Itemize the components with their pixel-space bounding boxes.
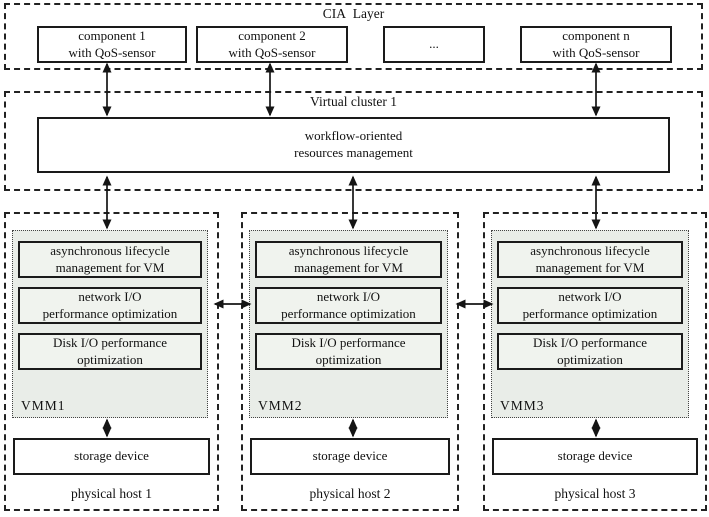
physical-host-1-label: physical host 1	[71, 486, 152, 501]
vmm2-network-module: network I/O performance optimization	[255, 287, 442, 324]
vmm1-lifecycle-label: asynchronous lifecycle management for VM	[50, 242, 170, 275]
vmm2-disk-module: Disk I/O performance optimization	[255, 333, 442, 370]
vmm3-network-module: network I/O performance optimization	[497, 287, 683, 324]
vmm2-box: asynchronous lifecycle management for VM…	[249, 230, 448, 418]
vmm2-lifecycle-module: asynchronous lifecycle management for VM	[255, 241, 442, 278]
vmm3-lifecycle-module: asynchronous lifecycle management for VM	[497, 241, 683, 278]
vmm2-disk-label: Disk I/O performance optimization	[291, 334, 406, 367]
storage-device-1-label: storage device	[74, 448, 149, 464]
virtual-cluster-title: Virtual cluster 1	[310, 94, 397, 109]
component-n-box: component n with QoS-sensor	[520, 26, 672, 63]
vmm1-disk-module: Disk I/O performance optimization	[18, 333, 202, 370]
vmm3-disk-module: Disk I/O performance optimization	[497, 333, 683, 370]
storage-device-1-box: storage device	[13, 438, 210, 475]
component-1-box: component 1 with QoS-sensor	[37, 26, 187, 63]
workflow-resources-management-box: workflow-oriented resources management	[37, 117, 670, 173]
cia-layer-title: CIA Layer	[322, 6, 385, 21]
physical-host-3-label: physical host 3	[554, 486, 636, 501]
cia-layer-box: CIA Layer component 1 with QoS-sensor co…	[4, 3, 703, 70]
storage-device-3-label: storage device	[557, 448, 633, 464]
vmm2-lifecycle-label: asynchronous lifecycle management for VM	[288, 242, 409, 275]
physical-host-2-box: asynchronous lifecycle management for VM…	[241, 212, 459, 511]
vmm1-network-module: network I/O performance optimization	[18, 287, 202, 324]
vmm1-label: VMM1	[21, 398, 66, 413]
physical-host-1-box: asynchronous lifecycle management for VM…	[4, 212, 219, 511]
component-n-label: component n with QoS-sensor	[552, 27, 640, 60]
vmm1-lifecycle-module: asynchronous lifecycle management for VM	[18, 241, 202, 278]
vmm3-lifecycle-label: asynchronous lifecycle management for VM	[530, 242, 650, 275]
component-1-label: component 1 with QoS-sensor	[68, 27, 156, 60]
vmm2-label: VMM2	[258, 398, 303, 413]
vmm2-network-label: network I/O performance optimization	[281, 288, 416, 321]
vmm3-label: VMM3	[500, 398, 545, 413]
vmm1-disk-label: Disk I/O performance optimization	[52, 334, 168, 367]
storage-device-2-label: storage device	[312, 448, 388, 464]
storage-device-3-box: storage device	[492, 438, 698, 475]
virtual-cluster-box: Virtual cluster 1 workflow-oriented reso…	[4, 91, 703, 191]
vmm1-box: asynchronous lifecycle management for VM…	[12, 230, 208, 418]
physical-host-2-label: physical host 2	[309, 486, 391, 501]
vmm1-network-label: network I/O performance optimization	[42, 288, 178, 321]
storage-device-2-box: storage device	[250, 438, 450, 475]
component-2-label: component 2 with QoS-sensor	[228, 27, 316, 60]
physical-host-3-box: asynchronous lifecycle management for VM…	[483, 212, 707, 511]
vmm3-box: asynchronous lifecycle management for VM…	[491, 230, 689, 418]
vmm3-network-label: network I/O performance optimization	[522, 288, 658, 321]
component-2-box: component 2 with QoS-sensor	[196, 26, 348, 63]
component-ellipsis-box: ...	[383, 26, 485, 63]
vmm3-disk-label: Disk I/O performance optimization	[532, 334, 648, 367]
component-ellipsis-label: ...	[429, 36, 439, 52]
workflow-resources-management-label: workflow-oriented resources management	[294, 128, 413, 160]
